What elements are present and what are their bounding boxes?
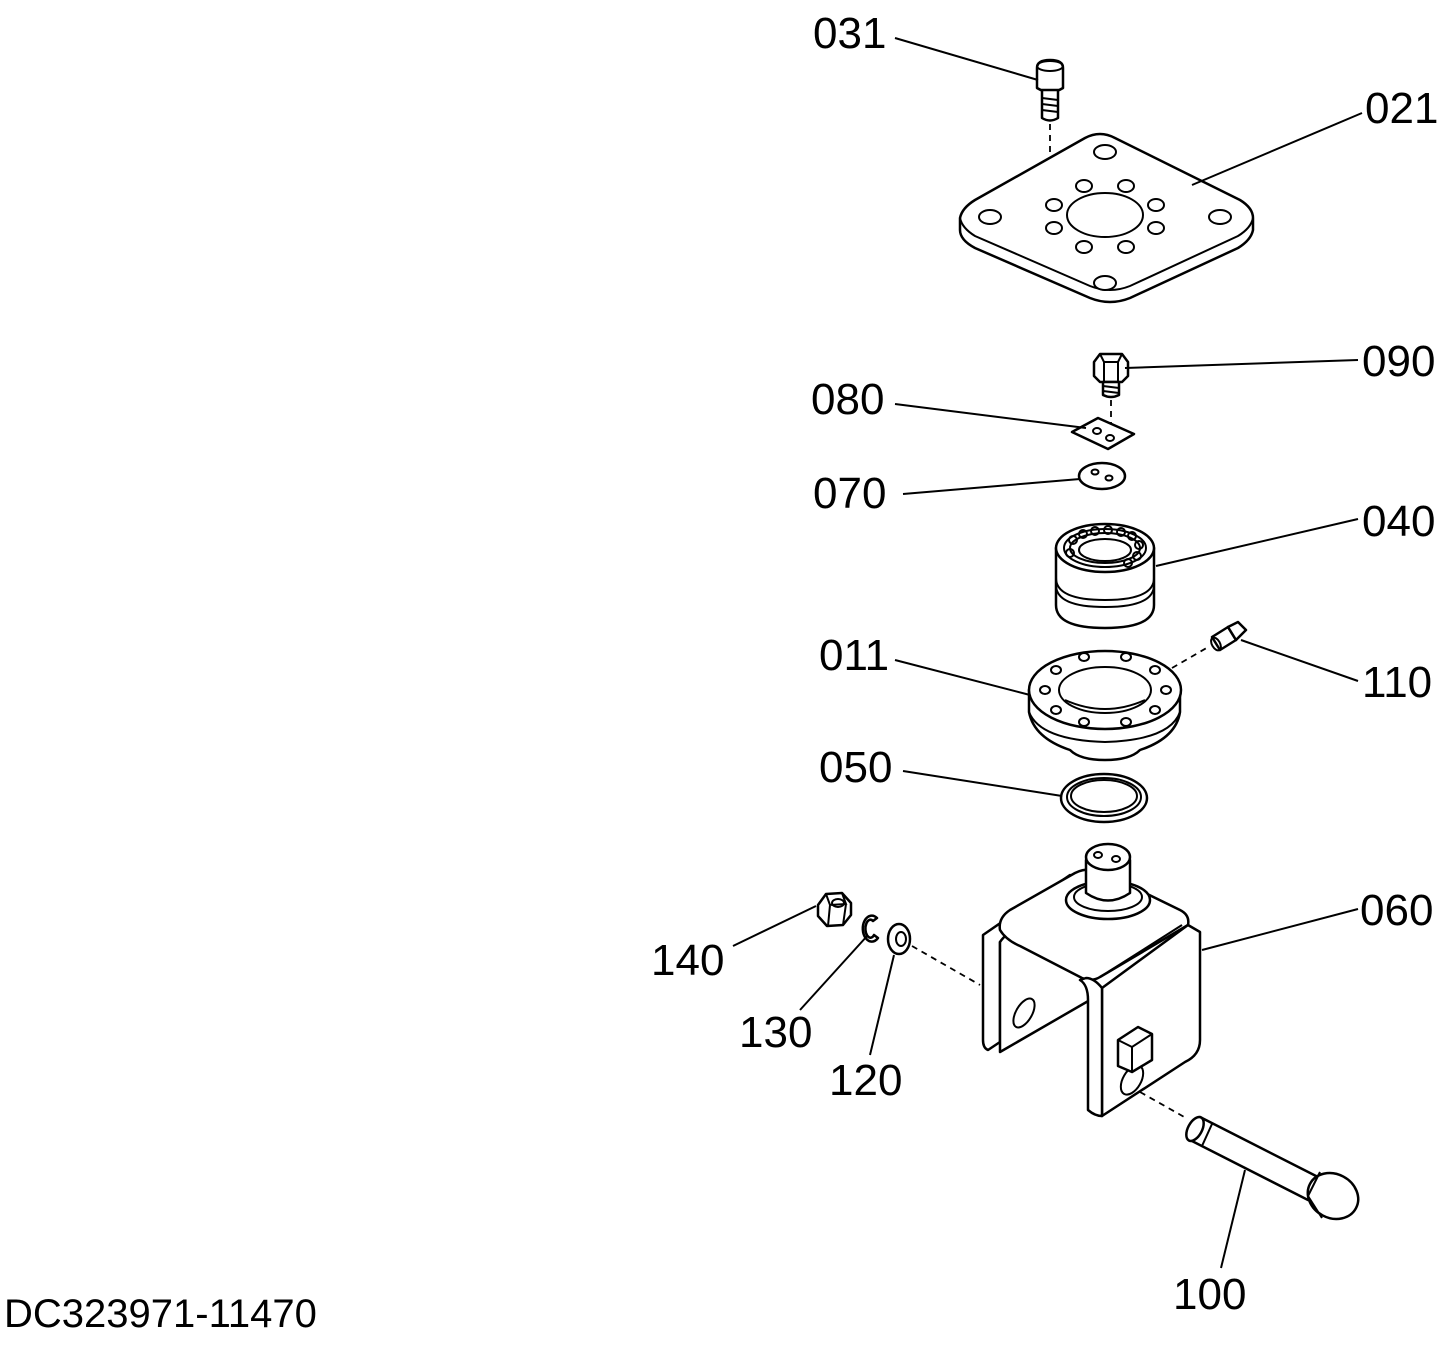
part-040-roller-bearing	[1054, 522, 1156, 630]
part-140-hex-nut	[816, 891, 853, 928]
part-031-cap-screw	[1035, 58, 1065, 122]
leader-lines	[732, 37, 1363, 1269]
callout-050: 050	[819, 743, 892, 792]
callout-070: 070	[813, 469, 886, 518]
callout-120: 120	[829, 1056, 902, 1105]
callout-labels: 031 021 090 080 070 040 011 110 050 060 …	[651, 9, 1438, 1319]
callout-080: 080	[811, 375, 884, 424]
callout-140: 140	[651, 936, 724, 985]
part-080-lock-plate	[1070, 416, 1136, 451]
callout-011: 011	[819, 631, 889, 680]
callout-040: 040	[1362, 497, 1435, 546]
axis-line-110	[1171, 645, 1211, 669]
axis-line-pin	[1139, 1091, 1187, 1119]
callout-031: 031	[813, 9, 886, 58]
callout-021: 021	[1365, 84, 1438, 133]
part-110-grease-fitting	[1210, 620, 1248, 652]
part-060-bracket	[981, 842, 1202, 1118]
part-011-bearing-housing	[1027, 649, 1183, 762]
part-090-hex-bolt	[1092, 352, 1130, 399]
callout-090: 090	[1362, 337, 1435, 386]
part-070-washer-plate	[1077, 461, 1127, 491]
callout-130: 130	[739, 1008, 812, 1057]
drawing-number: DC323971-11470	[4, 1292, 317, 1336]
axis-line-hardware	[911, 945, 981, 986]
part-050-seal-ring	[1059, 772, 1149, 824]
part-021-flange-plate	[958, 132, 1255, 304]
callout-100: 100	[1173, 1270, 1246, 1319]
callout-060: 060	[1360, 886, 1433, 935]
part-120-flat-washer	[886, 922, 912, 956]
part-100-pin	[1185, 1115, 1360, 1221]
callout-110: 110	[1362, 658, 1432, 707]
